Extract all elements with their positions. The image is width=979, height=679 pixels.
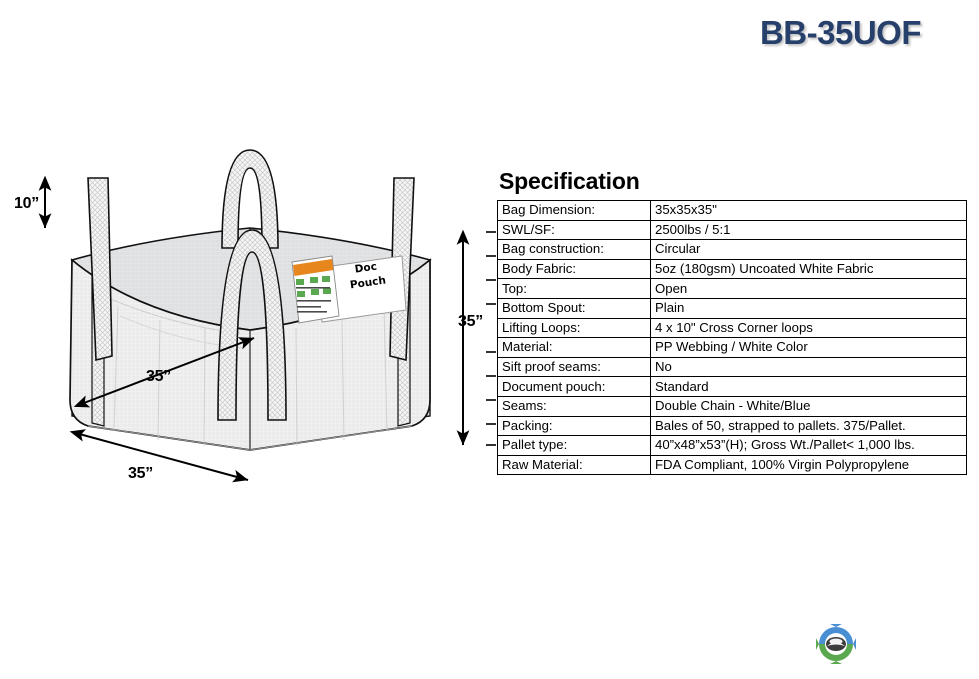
spec-row-key: Material: <box>497 337 651 358</box>
spec-table-row: Top:Open <box>497 278 967 299</box>
dim-arrow-bag-depth <box>69 429 249 483</box>
spec-row-key: Document pouch: <box>497 376 651 397</box>
spec-row-value: 35x35x35" <box>650 200 967 221</box>
spec-row-key: Bag Dimension: <box>497 200 651 221</box>
specification-table-body: Bag Dimension:35x35x35"SWL/SF:2500lbs / … <box>497 200 967 476</box>
spec-row-value: FDA Compliant, 100% Virgin Polypropylene <box>650 454 967 476</box>
spec-row-value: 2500lbs / 5:1 <box>650 219 967 241</box>
spec-row-value: Circular <box>650 239 967 260</box>
spec-row-key: Pallet type: <box>497 435 651 456</box>
document-pouch[interactable] <box>291 255 407 324</box>
bag-seam-r3 <box>383 307 388 432</box>
pouch-paper <box>291 255 340 324</box>
spec-row-key: SWL/SF: <box>497 219 651 241</box>
spec-table-row: Bag construction:Circular <box>497 239 967 260</box>
bag-body-group <box>69 149 432 451</box>
spec-row-value: Plain <box>650 297 967 319</box>
spec-row-value: 4 x 10" Cross Corner loops <box>650 317 967 339</box>
spec-table-row: Raw Material:FDA Compliant, 100% Virgin … <box>497 454 967 476</box>
spec-row-key: Packing: <box>497 415 651 437</box>
spec-row-key: Lifting Loops: <box>497 317 651 339</box>
bag-seam-r2 <box>341 319 345 441</box>
dimension-label-bag-height: 35” <box>458 313 483 330</box>
dimension-label-bag-depth: 35” <box>128 465 153 482</box>
lifting-loop-rear[interactable] <box>221 149 279 249</box>
spec-table-row: Seams:Double Chain - White/Blue <box>497 395 967 417</box>
spec-row-value: Bales of 50, strapped to pallets. 375/Pa… <box>650 415 967 437</box>
specification-panel: Specification Bag Dimension:35x35x35"SWL… <box>497 168 967 476</box>
spec-table-row: Packing:Bales of 50, strapped to pallets… <box>497 415 967 437</box>
spec-row-value: PP Webbing / White Color <box>650 337 967 358</box>
dimension-arrows <box>38 175 496 483</box>
dim-arrow-bag-width <box>73 337 255 408</box>
spec-row-value: Open <box>650 278 967 299</box>
spec-table-row: Material:PP Webbing / White Color <box>497 337 967 358</box>
spec-table-row: Lifting Loops:4 x 10" Cross Corner loops <box>497 317 967 339</box>
spec-row-key: Raw Material: <box>497 454 651 476</box>
spec-row-value: 5oz (180gsm) Uncoated White Fabric <box>650 258 967 280</box>
specification-heading: Specification <box>499 168 640 194</box>
spec-row-value: Standard <box>650 376 967 397</box>
spec-table-row: Body Fabric:5oz (180gsm) Uncoated White … <box>497 258 967 280</box>
spec-row-key: Top: <box>497 278 651 299</box>
spec-table-row: Bag Dimension:35x35x35" <box>497 200 967 221</box>
spec-table-row: SWL/SF:2500lbs / 5:1 <box>497 219 967 241</box>
product-title: BB-35UOF <box>759 14 922 51</box>
dimension-label-bag-width: 35” <box>146 368 171 385</box>
logo-center-mark <box>826 637 846 651</box>
spec-table-row: Bottom Spout:Plain <box>497 297 967 319</box>
spec-row-value: No <box>650 356 967 378</box>
spec-row-key: Bottom Spout: <box>497 297 651 319</box>
bag-seam-r1 <box>295 327 298 447</box>
bulk-bag-illustration <box>38 149 496 483</box>
dimension-label-loop-height: 10” <box>14 195 39 212</box>
spec-table-row: Pallet type:40”x48”x53”(H); Gross Wt./Pa… <box>497 435 967 456</box>
spec-table-row: Sift proof seams:No <box>497 356 967 378</box>
company-logo-icon <box>816 624 856 664</box>
spec-table-row: Document pouch:Standard <box>497 376 967 397</box>
spec-row-key: Body Fabric: <box>497 258 651 280</box>
spec-row-key: Seams: <box>497 395 651 417</box>
spec-row-key: Bag construction: <box>497 239 651 260</box>
spec-row-value: 40”x48”x53”(H); Gross Wt./Pallet< 1,000 … <box>650 435 967 456</box>
logo-recycle-arrows <box>816 624 856 664</box>
dim-height-ticks <box>486 231 496 446</box>
spec-row-value: Double Chain - White/Blue <box>650 395 967 417</box>
specification-table: Bag Dimension:35x35x35"SWL/SF:2500lbs / … <box>497 200 967 476</box>
spec-row-key: Sift proof seams: <box>497 356 651 378</box>
